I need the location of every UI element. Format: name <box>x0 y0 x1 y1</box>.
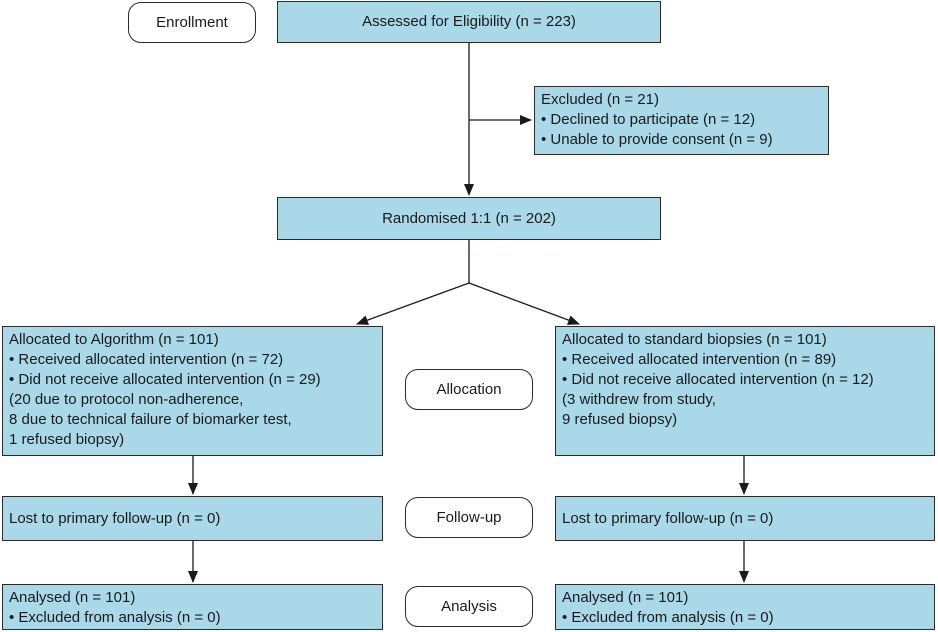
randomised-text: Randomised 1:1 (n = 202) <box>382 209 556 227</box>
right-analysis-title: Analysed (n = 101) <box>562 589 689 606</box>
excluded-box: Excluded (n = 21) • Declined to particip… <box>534 86 829 155</box>
left-allocated-line: (20 due to protocol non-adherence, <box>9 391 244 408</box>
left-allocated-line: • Received allocated intervention (n = 7… <box>9 351 284 368</box>
right-followup-text: Lost to primary follow-up (n = 0) <box>562 509 774 527</box>
left-allocated-title: Allocated to Algorithm (n = 101) <box>9 331 219 348</box>
assessed-box: Assessed for Eligibility (n = 223) <box>277 1 661 43</box>
stage-enrollment: Enrollment <box>128 2 256 43</box>
excluded-item: • Unable to provide consent (n = 9) <box>541 131 773 148</box>
left-analysis-line: • Excluded from analysis (n = 0) <box>9 609 221 626</box>
left-allocated-line: • Did not receive allocated intervention… <box>9 371 321 388</box>
stage-allocation-label: Allocation <box>436 381 502 398</box>
stage-enrollment-label: Enrollment <box>156 14 228 31</box>
right-allocated-line: • Received allocated intervention (n = 8… <box>562 351 837 368</box>
left-allocated-line: 8 due to technical failure of biomarker … <box>9 411 292 428</box>
arrow-to-left-allocated <box>356 282 470 325</box>
stage-analysis-label: Analysis <box>441 598 497 615</box>
right-analysis-line: • Excluded from analysis (n = 0) <box>562 609 774 626</box>
arrow-to-right-allocated <box>468 282 580 325</box>
right-allocated-box: Allocated to standard biopsies (n = 101)… <box>555 326 935 456</box>
excluded-title: Excluded (n = 21) <box>541 91 659 108</box>
left-followup-text: Lost to primary follow-up (n = 0) <box>9 509 221 527</box>
stage-followup-label: Follow-up <box>436 509 502 526</box>
left-followup-box: Lost to primary follow-up (n = 0) <box>2 496 383 541</box>
right-followup-box: Lost to primary follow-up (n = 0) <box>555 496 935 541</box>
stage-analysis: Analysis <box>405 586 533 627</box>
right-allocated-line: (3 withdrew from study, <box>562 391 716 408</box>
left-allocated-line: 1 refused biopsy) <box>9 431 125 448</box>
randomised-box: Randomised 1:1 (n = 202) <box>277 197 661 240</box>
left-analysis-title: Analysed (n = 101) <box>9 589 136 606</box>
stage-allocation: Allocation <box>405 369 533 410</box>
right-allocated-line: • Did not receive allocated intervention… <box>562 371 874 388</box>
left-analysis-box: Analysed (n = 101) • Excluded from analy… <box>2 584 383 630</box>
right-analysis-box: Analysed (n = 101) • Excluded from analy… <box>555 584 935 630</box>
left-allocated-box: Allocated to Algorithm (n = 101) • Recei… <box>2 326 383 456</box>
excluded-item: • Declined to participate (n = 12) <box>541 111 756 128</box>
right-allocated-line: 9 refused biopsy) <box>562 411 678 428</box>
stage-followup: Follow-up <box>405 497 533 538</box>
right-allocated-title: Allocated to standard biopsies (n = 101) <box>562 331 827 348</box>
assessed-text: Assessed for Eligibility (n = 223) <box>362 13 576 30</box>
